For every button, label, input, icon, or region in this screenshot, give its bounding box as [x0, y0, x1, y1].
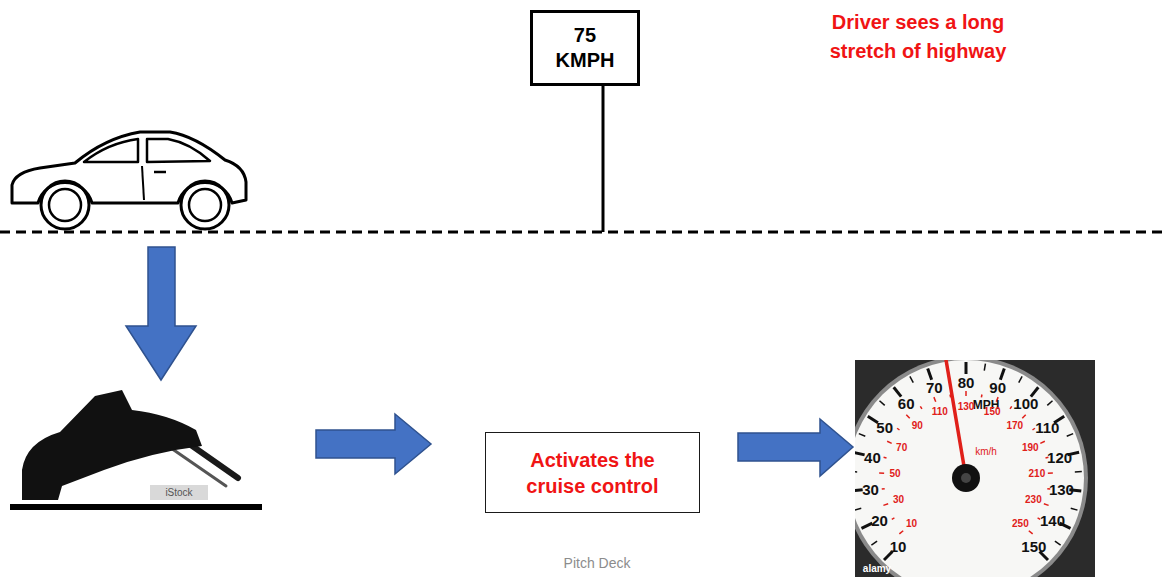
node-text: 75 KMPH	[556, 23, 615, 73]
watermark: iStock	[165, 488, 192, 498]
dial-tick	[882, 488, 885, 490]
dial-number: 20	[871, 512, 888, 527]
dial-number: 130	[958, 402, 975, 412]
dial-tick	[1010, 406, 1012, 409]
dial-tick	[928, 369, 932, 380]
dial-number: 140	[1040, 512, 1065, 527]
dial-number: 150	[984, 407, 1001, 417]
dial-tick	[880, 401, 885, 406]
dial-number: 210	[1029, 469, 1046, 479]
dial-tick	[984, 364, 985, 371]
foot-pedal-picture	[10, 390, 262, 510]
dial-tick	[965, 362, 968, 374]
dial-tick	[855, 471, 857, 473]
dial-tick	[1032, 428, 1034, 430]
dial-tick	[1040, 441, 1045, 443]
dial-tick	[899, 531, 903, 534]
dial-tick	[861, 523, 872, 528]
dial-tick	[871, 541, 877, 545]
dial-number: 170	[1006, 421, 1023, 431]
right-arrow	[316, 414, 431, 474]
dial-tick	[887, 441, 892, 443]
dial-tick	[910, 376, 913, 382]
sign-post	[602, 86, 605, 232]
dial-tick	[1022, 415, 1025, 419]
dial-tick	[1067, 434, 1073, 437]
road-line	[0, 231, 1167, 234]
node-text: Activates the cruise control	[502, 447, 683, 499]
speed-sign: 75 KMPH	[530, 10, 640, 86]
car-drawing	[12, 132, 246, 229]
dial-number: 70	[896, 443, 907, 453]
dial-tick	[981, 395, 983, 398]
watermark-patch	[150, 485, 208, 500]
dial-tick	[1029, 531, 1033, 534]
right-arrow	[738, 419, 853, 476]
dial-tick	[934, 397, 936, 402]
dial-number: 30	[893, 495, 904, 505]
dial-tick	[883, 504, 888, 506]
process-box: Activates the cruise control	[485, 432, 700, 513]
dial-number: 110	[1035, 419, 1059, 434]
dial-tick	[1019, 376, 1022, 382]
dial-number: 80	[958, 375, 975, 390]
dial-tick	[1038, 518, 1041, 519]
dial-tick	[1000, 369, 1004, 380]
dial-tick	[855, 490, 863, 491]
dial-number: 150	[1021, 538, 1046, 553]
dial-unit: km/h	[975, 447, 997, 457]
dial-tick	[920, 406, 922, 409]
dial-tick	[965, 391, 967, 396]
dial-number: 50	[876, 419, 893, 434]
dial-number: 60	[898, 395, 915, 410]
dial-number: 10	[890, 538, 907, 553]
speedometer-picture	[855, 360, 1095, 577]
dial-number: 190	[1022, 443, 1039, 453]
dial-number: 50	[890, 469, 901, 479]
dial-number: 230	[1025, 495, 1042, 505]
dial-number: 90	[989, 380, 1006, 395]
dial-number: 100	[1013, 395, 1038, 410]
dial-tick	[1047, 401, 1052, 406]
dial-number: 70	[926, 380, 943, 395]
dial-tick	[1071, 508, 1078, 510]
dial-tick	[859, 434, 865, 437]
dial-tick	[884, 456, 887, 458]
floor-bar	[10, 504, 262, 510]
slide-footer: Pitch Deck	[564, 556, 631, 570]
dial-tick	[1055, 541, 1061, 545]
dial-tick	[892, 518, 895, 519]
dial-number: 40	[864, 449, 881, 464]
dial-tick	[906, 415, 909, 419]
dial-number: 120	[1047, 449, 1072, 464]
dial-tick	[855, 452, 865, 455]
dial-tick	[1075, 471, 1082, 473]
dial-tick	[855, 508, 861, 510]
dial-tick	[897, 428, 899, 430]
dial-number: 10	[906, 519, 917, 529]
down-arrow	[126, 247, 196, 380]
dial-number: 110	[932, 407, 948, 417]
dial-tick	[1044, 504, 1049, 506]
scene-note: Driver sees a long stretch of highway	[808, 8, 1028, 66]
dial-number: 30	[862, 481, 879, 496]
watermark: alamy	[863, 564, 891, 574]
dial-tick	[879, 472, 884, 474]
dial-tick	[1048, 472, 1053, 474]
dial-number: 90	[912, 421, 923, 431]
dial-number: 130	[1049, 481, 1074, 496]
dial-number: 250	[1012, 519, 1029, 529]
shoe	[22, 390, 202, 500]
